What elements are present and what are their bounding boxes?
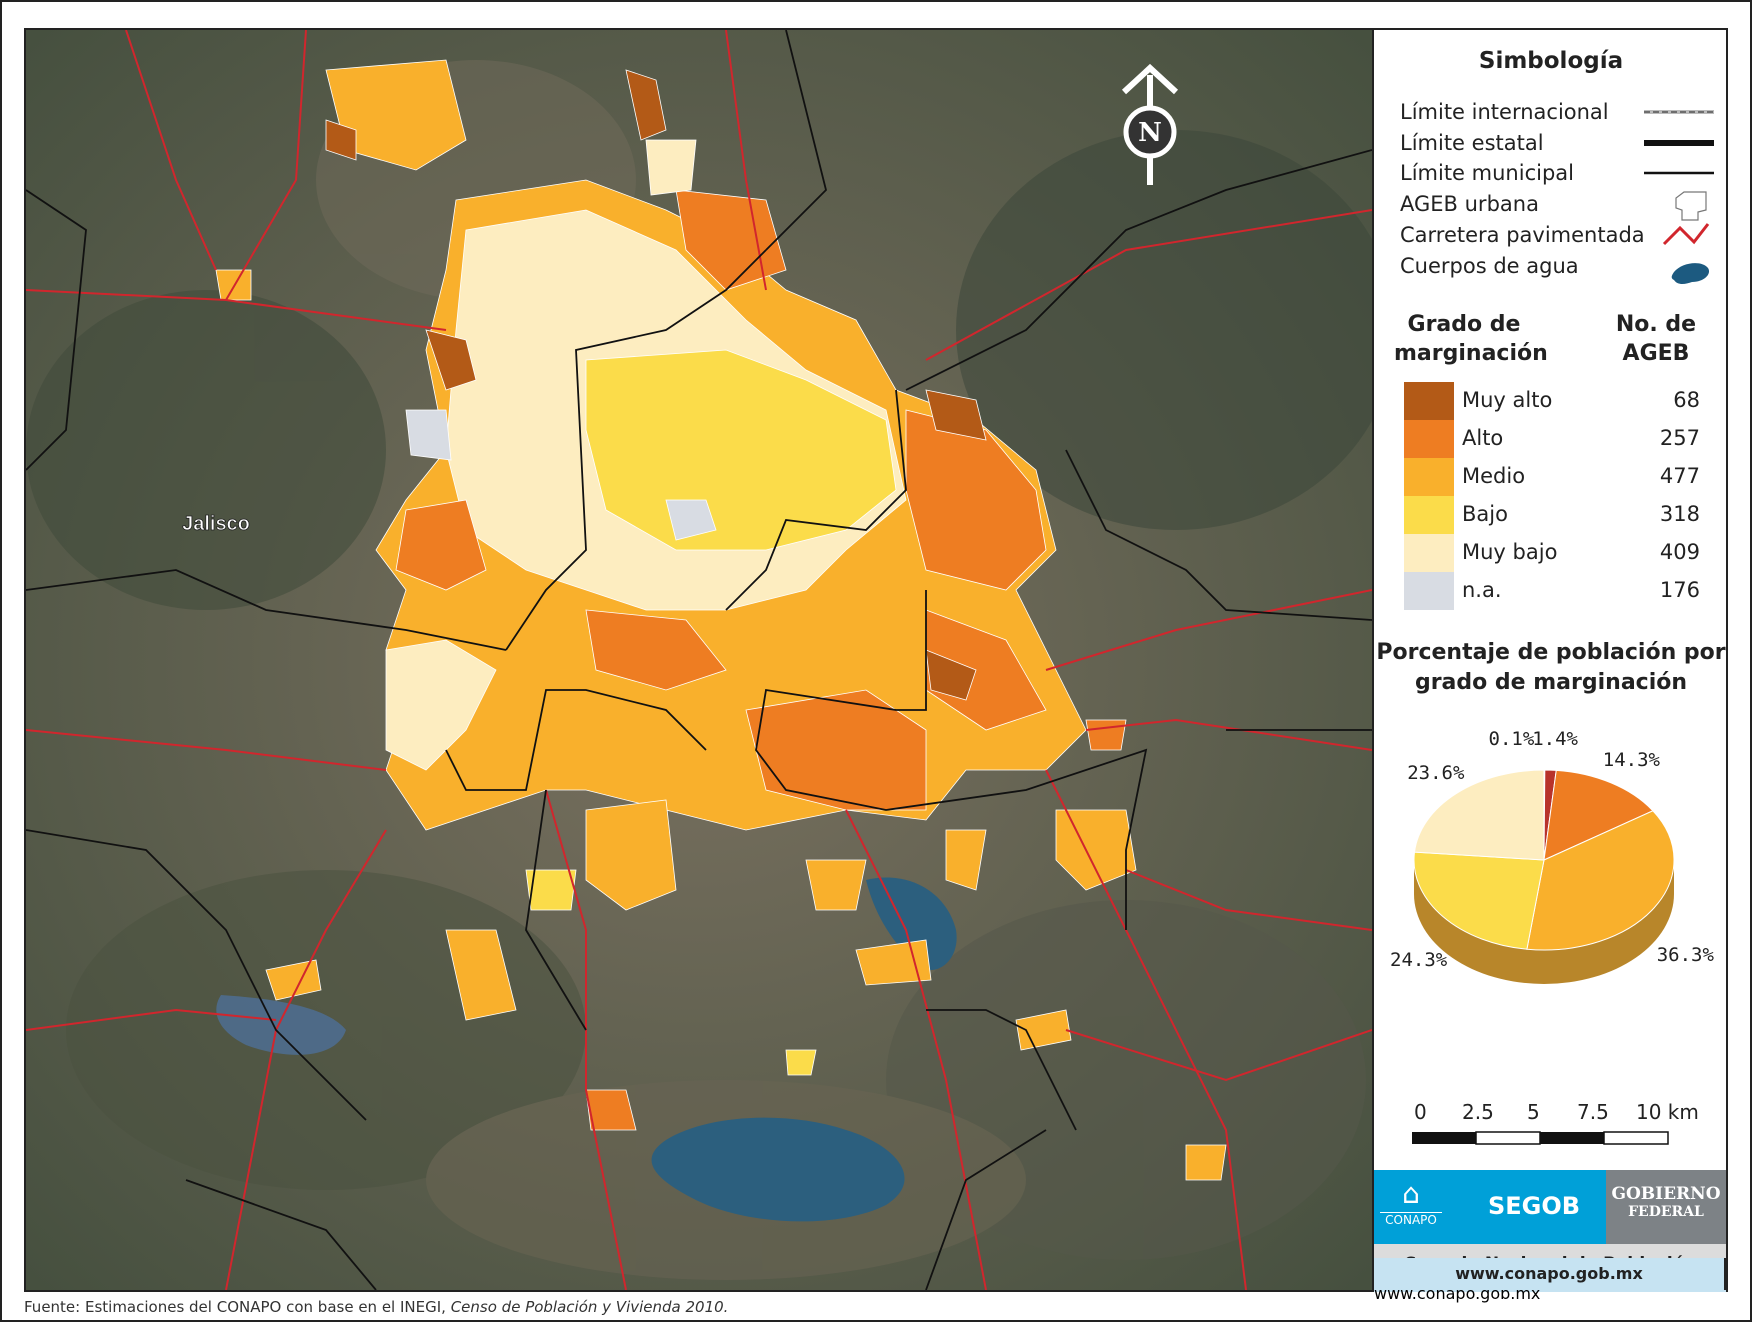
grade-count: 409 [1659, 540, 1700, 564]
pie-chart [1413, 769, 1675, 984]
count-header-line2: AGEB [1622, 341, 1690, 366]
pie-label: 0.1% [1488, 728, 1535, 750]
grade-row-medio: Medio 477 [1404, 458, 1704, 496]
legend-symbol-label: Cuerpos de agua [1400, 254, 1579, 278]
grade-count: 176 [1659, 578, 1700, 602]
scale-seg [1603, 1131, 1669, 1145]
pie-label: 23.6% [1407, 762, 1465, 785]
scale-seg [1475, 1131, 1541, 1145]
scale-seg [1412, 1132, 1476, 1144]
grade-swatch [1404, 458, 1454, 496]
pie-label: 14.3% [1602, 748, 1660, 771]
pie-side [1414, 860, 1674, 984]
pie-slice [1413, 851, 1545, 950]
water-body-icon [1671, 263, 1710, 284]
grade-row-alto: Alto 257 [1404, 420, 1704, 458]
pie-title-line1: Porcentaje de población por [1376, 640, 1726, 665]
conapo-logo-text: CONAPO [1380, 1212, 1442, 1227]
urban-ageb-area [375, 179, 1087, 831]
pie-label: 36.3% [1656, 943, 1714, 966]
grade-swatch [1404, 382, 1454, 420]
grade-header-line1: Grado de [1407, 312, 1521, 337]
source-note: Fuente: Estimaciones del CONAPO con base… [24, 1298, 728, 1316]
grade-label: Muy bajo [1462, 540, 1558, 564]
pie-title-line2: grado de marginación [1414, 670, 1688, 695]
grade-row-na: n.a. 176 [1404, 572, 1704, 610]
pie-slice [1543, 769, 1654, 861]
north-arrow-circle [1123, 105, 1177, 159]
logo-bar: ⌂ CONAPO SEGOB Gobierno Federal [1374, 1170, 1726, 1244]
segob-logo: SEGOB [1487, 1192, 1581, 1220]
legend-symbol-label: Límite municipal [1400, 161, 1574, 185]
pie-slice [1413, 769, 1545, 861]
website-text[interactable]: www.conapo.gob.mx [1455, 1264, 1643, 1283]
pie-label: 1.4% [1532, 728, 1578, 751]
north-arrow: N [1121, 63, 1179, 185]
state-label: Jalisco [182, 513, 250, 535]
grade-count: 318 [1659, 502, 1700, 526]
pie-label: 24.3% [1390, 948, 1448, 971]
legend-symbol-label: Límite internacional [1400, 100, 1609, 124]
count-header-line1: No. de [1615, 312, 1697, 337]
reservoir-center [866, 877, 957, 971]
legend-title: Simbología [1478, 48, 1624, 74]
grade-header-line2: marginación [1394, 341, 1548, 366]
north-arrow-letter: N [1138, 118, 1162, 148]
grade-row-bajo: Bajo 318 [1404, 496, 1704, 534]
scale-label: 5 [1527, 1100, 1540, 1124]
lake-south [651, 1117, 905, 1222]
map-panel[interactable]: Jalisco N [24, 28, 1374, 1292]
gob-line2: Federal [1628, 1204, 1704, 1220]
grade-swatch [1404, 420, 1454, 458]
grade-label: Bajo [1462, 502, 1508, 526]
grade-label: Alto [1462, 426, 1504, 450]
gob-line1: Gobierno [1611, 1184, 1721, 1204]
grade-header: Grado de marginación [1394, 310, 1548, 368]
count-header: No. de AGEB [1606, 310, 1706, 368]
scale-seg [1540, 1132, 1604, 1144]
lagoon-west [216, 995, 346, 1055]
legend-symbol-icons [1644, 110, 1714, 284]
scale-label: 7.5 [1577, 1100, 1609, 1124]
scale-label: 0 [1414, 1100, 1427, 1124]
conapo-house-icon: ⌂ [1402, 1177, 1420, 1210]
gobierno-federal-logo: Gobierno Federal [1606, 1170, 1726, 1244]
municipal-boundaries [26, 30, 1372, 1290]
grade-label: Medio [1462, 464, 1526, 488]
source-prefix: Fuente: Estimaciones del CONAPO con base… [24, 1298, 451, 1316]
legend-panel: Simbología Límite internacional Límite e… [1374, 28, 1728, 1303]
red-road-icon [1662, 223, 1710, 246]
scale-label: 2.5 [1462, 1100, 1494, 1124]
pie-title: Porcentaje de población por grado de mar… [1374, 638, 1728, 698]
grade-row-muy-alto: Muy alto 68 [1404, 382, 1704, 420]
grade-swatch [1404, 572, 1454, 610]
grade-count: 477 [1659, 464, 1700, 488]
polygon-outline-icon [1675, 191, 1707, 221]
grade-count: 68 [1673, 388, 1700, 412]
grade-swatch [1404, 534, 1454, 572]
grade-swatch [1404, 496, 1454, 534]
website-bar: www.conapo.gob.mx [1374, 1258, 1726, 1290]
grade-row-muy-bajo: Muy bajo 409 [1404, 534, 1704, 572]
grade-count: 257 [1659, 426, 1700, 450]
scale-bar [1412, 1131, 1669, 1145]
pie-slice [1526, 810, 1675, 951]
legend-symbol-label: AGEB urbana [1400, 192, 1539, 216]
paved-roads [26, 30, 1372, 1290]
grade-label: n.a. [1462, 578, 1502, 602]
source-title: Censo de Población y Vivienda 2010. [450, 1298, 729, 1316]
legend-symbol-label: Carretera pavimentada [1400, 223, 1645, 247]
conapo-logo: ⌂ CONAPO [1380, 1176, 1442, 1238]
legend-symbol-label: Límite estatal [1400, 131, 1544, 155]
map-canvas[interactable]: Jalisco N [26, 30, 1372, 1290]
scale-label: 10 km [1636, 1100, 1699, 1124]
grade-label: Muy alto [1462, 388, 1553, 412]
outlying-agebs [215, 59, 1227, 1181]
